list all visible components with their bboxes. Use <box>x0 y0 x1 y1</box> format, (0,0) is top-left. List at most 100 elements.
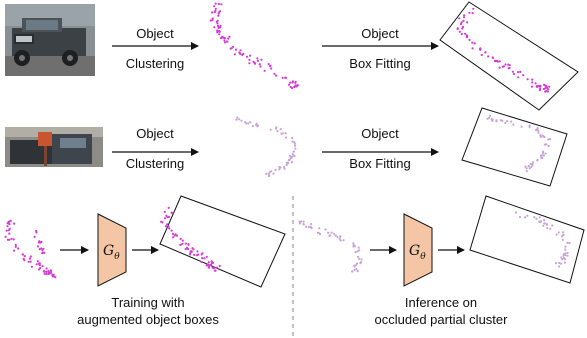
point <box>281 76 284 79</box>
point <box>211 266 214 269</box>
point <box>462 16 466 19</box>
point <box>201 257 204 260</box>
point <box>538 220 541 223</box>
point <box>359 262 362 265</box>
point <box>191 247 194 250</box>
point <box>231 45 235 48</box>
point <box>568 242 571 245</box>
point <box>546 90 550 93</box>
point <box>216 19 219 22</box>
point <box>240 119 243 122</box>
point <box>539 85 542 88</box>
point <box>484 51 487 54</box>
point <box>471 41 474 44</box>
point <box>502 65 505 68</box>
point <box>28 257 31 260</box>
point <box>217 12 220 15</box>
point <box>307 225 310 229</box>
point <box>38 248 41 251</box>
point <box>278 168 281 171</box>
point <box>14 243 17 246</box>
point <box>27 260 30 263</box>
point <box>238 118 241 121</box>
point <box>226 40 229 43</box>
point <box>488 114 492 117</box>
point <box>256 125 259 128</box>
point <box>351 270 354 273</box>
point <box>486 117 489 120</box>
point <box>456 27 459 31</box>
point <box>23 255 26 258</box>
point <box>530 85 534 88</box>
point <box>336 235 339 238</box>
point <box>548 85 551 88</box>
point <box>172 236 175 239</box>
point <box>211 11 214 14</box>
point <box>300 220 303 223</box>
point <box>543 222 546 225</box>
point <box>531 78 534 81</box>
point <box>504 121 507 125</box>
point <box>22 257 25 260</box>
point <box>214 9 217 12</box>
point <box>479 48 482 51</box>
point <box>213 5 216 8</box>
point <box>293 140 296 144</box>
point <box>284 76 287 79</box>
point <box>561 258 564 261</box>
point <box>554 262 558 265</box>
clustering-label-1-line1: Object <box>136 26 174 41</box>
inference-output-box <box>469 195 585 284</box>
point <box>518 216 522 219</box>
point <box>549 227 552 230</box>
point <box>318 227 321 230</box>
point <box>535 217 538 220</box>
point <box>13 249 16 252</box>
point <box>45 267 48 270</box>
point <box>30 265 33 268</box>
point <box>495 120 498 123</box>
point <box>541 151 545 155</box>
point <box>517 76 520 79</box>
point <box>242 52 245 56</box>
point <box>187 243 190 246</box>
point <box>274 168 277 171</box>
point <box>519 70 522 73</box>
point <box>339 235 342 238</box>
point <box>357 246 360 249</box>
point <box>512 72 516 76</box>
point <box>352 245 355 248</box>
point <box>168 227 171 230</box>
point <box>278 166 281 169</box>
point <box>532 161 535 164</box>
point <box>285 163 288 166</box>
point <box>248 62 251 65</box>
fitting-label-2-line1: Object <box>361 126 399 141</box>
point <box>245 122 248 125</box>
point <box>542 83 546 86</box>
point <box>504 63 507 66</box>
point <box>267 172 270 175</box>
point <box>498 66 501 69</box>
point <box>533 216 536 219</box>
point <box>520 125 523 128</box>
point <box>545 223 548 226</box>
point <box>458 17 461 20</box>
point <box>163 217 167 220</box>
point <box>461 25 465 28</box>
point <box>342 239 345 242</box>
point <box>522 74 525 77</box>
point <box>215 266 218 269</box>
point <box>466 35 469 38</box>
point <box>354 251 357 254</box>
point <box>36 245 40 248</box>
fitted-box-row1 <box>439 1 579 111</box>
point <box>268 65 272 68</box>
point <box>38 264 42 267</box>
fitting-label-1-line1: Object <box>361 26 399 41</box>
point <box>8 227 11 230</box>
clustering-label-2-line1: Object <box>136 126 174 141</box>
training-caption-line1: Training with <box>111 295 184 310</box>
point <box>238 52 242 55</box>
point <box>539 135 542 139</box>
